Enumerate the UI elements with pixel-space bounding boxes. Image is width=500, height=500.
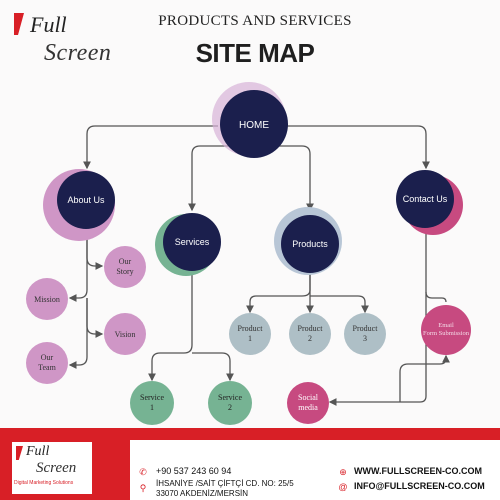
- edge-about-vision: [86, 298, 104, 338]
- footer-address-line2: 33070 AKDENİZ/MERSİN: [156, 489, 249, 498]
- footer-logo-line2: Screen: [36, 460, 77, 476]
- edge-contact-social: [328, 292, 427, 406]
- page-title: SITE MAP: [195, 38, 315, 68]
- edge-home-about: [83, 125, 218, 170]
- footer-website[interactable]: WWW.FULLSCREEN-CO.COM: [354, 466, 482, 476]
- edge-about-mission: [68, 230, 88, 302]
- location-pin-icon: ⚲: [139, 483, 147, 493]
- node-contact-us: Contact Us: [403, 194, 448, 204]
- node-products: Products: [292, 239, 328, 249]
- edge-contact-email: [425, 232, 447, 303]
- edge-home-contact: [286, 125, 430, 170]
- footer-logo-flag-icon: [16, 446, 23, 460]
- phone-icon: ✆: [139, 467, 147, 477]
- edge-products-p3: [310, 295, 369, 314]
- footer-email[interactable]: INFO@FULLSCREEN-CO.COM: [354, 481, 485, 491]
- email-icon: @: [338, 482, 348, 492]
- page-subtitle: PRODUCTS AND SERVICES: [158, 13, 352, 29]
- edge-services-s2: [192, 352, 234, 382]
- footer-logo-line1: Full: [26, 444, 50, 459]
- edge-products-p1: [246, 274, 311, 314]
- footer-logo-tagline: Digital Marketing Solutions: [14, 480, 74, 486]
- edge-about-team: [68, 298, 88, 369]
- footer-phone[interactable]: +90 537 243 60 94: [156, 466, 232, 476]
- footer-address-line1: İHSANİYE /SAİT ÇİFTÇİ CD. NO: 25/5: [156, 479, 294, 488]
- logo-line1: Full: [30, 12, 67, 37]
- logo-line2: Screen: [44, 40, 112, 66]
- edge-services-s1: [148, 272, 193, 382]
- footer-logo: Full Screen Digital Marketing Solutions: [12, 442, 92, 494]
- node-services: Services: [175, 237, 210, 247]
- node-about-us: About Us: [67, 195, 105, 205]
- node-vision: Vision: [115, 330, 136, 339]
- node-mission: Mission: [34, 295, 60, 304]
- node-home: HOME: [239, 120, 269, 131]
- globe-icon: ⊕: [339, 467, 347, 477]
- edge-social-email: [399, 354, 450, 402]
- edge-home-products: [252, 145, 314, 212]
- logo-flag-icon: [14, 13, 24, 35]
- brand-logo: Full Screen: [10, 8, 112, 78]
